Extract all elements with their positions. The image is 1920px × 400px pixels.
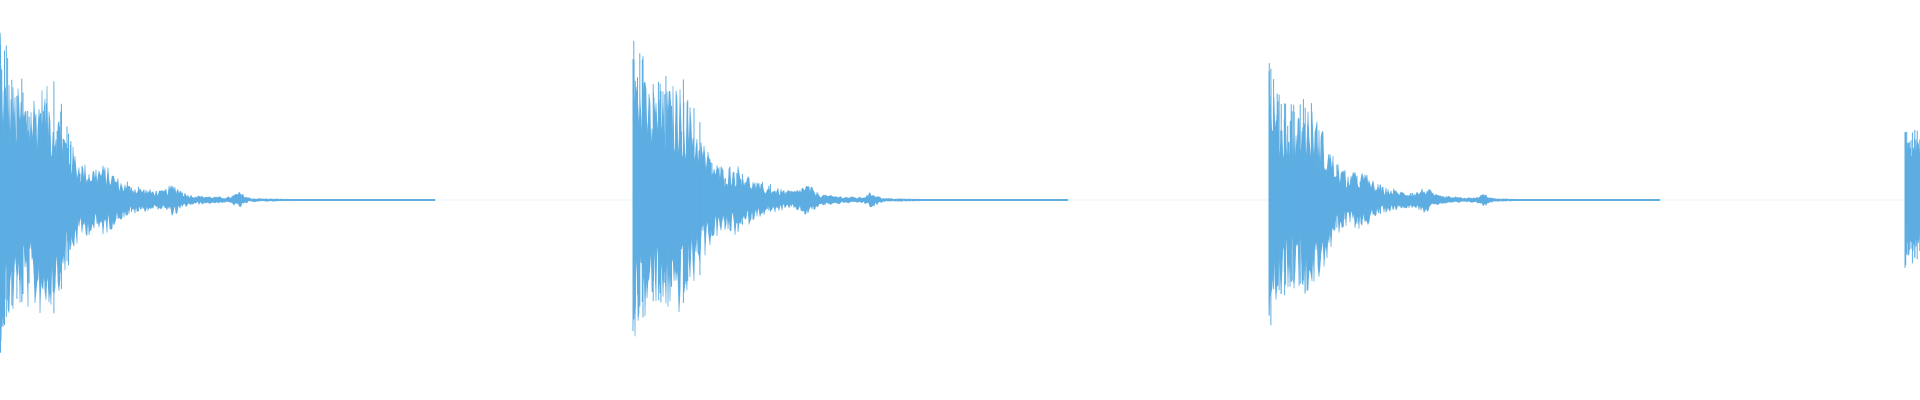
burst-3-shape (1268, 97, 1661, 316)
burst-3 (1268, 63, 1661, 326)
burst-1-shape (0, 85, 436, 342)
burst-1 (0, 32, 436, 353)
burst-2-shape (632, 81, 1069, 337)
burst-4 (1904, 130, 1920, 268)
burst-2 (632, 40, 1069, 337)
